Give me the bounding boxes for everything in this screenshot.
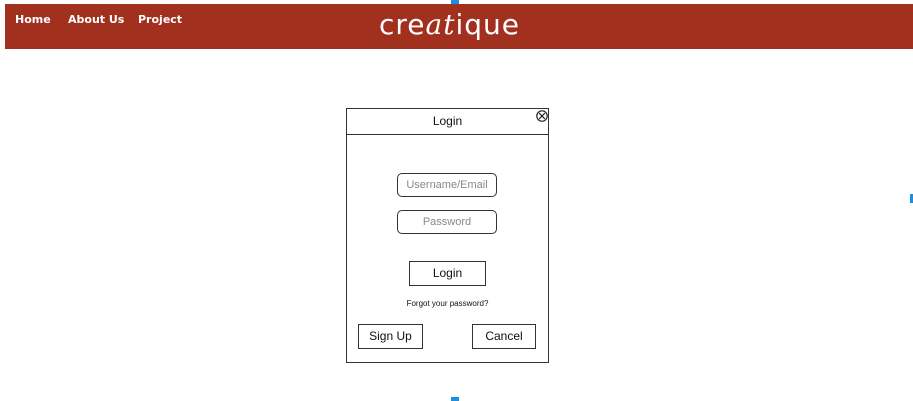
nav-home-link[interactable]: Home [15,13,51,26]
header-bar: Home About Us Project creatique [5,4,913,49]
cancel-button[interactable]: Cancel [472,324,536,349]
login-button[interactable]: Login [409,261,486,286]
brand-logo[interactable]: creatique [379,5,520,45]
selection-marker-top [451,0,459,4]
nav-project-link[interactable]: Project [138,13,183,26]
password-input[interactable] [397,210,497,234]
close-circle-icon[interactable] [536,110,548,122]
selection-marker-right [910,194,913,203]
brand-logo-part3: ique [455,8,521,41]
sign-up-button[interactable]: Sign Up [358,324,423,349]
brand-logo-part1: cre [379,8,426,41]
login-dialog: Login Login Forgot your password? Sign U… [346,108,549,363]
nav-about-us-link[interactable]: About Us [68,13,125,26]
brand-logo-part2: at [425,8,456,41]
forgot-password-link[interactable]: Forgot your password? [406,299,489,308]
dialog-title: Login [347,109,548,135]
selection-marker-bottom [451,397,459,401]
username-email-input[interactable] [397,173,497,197]
